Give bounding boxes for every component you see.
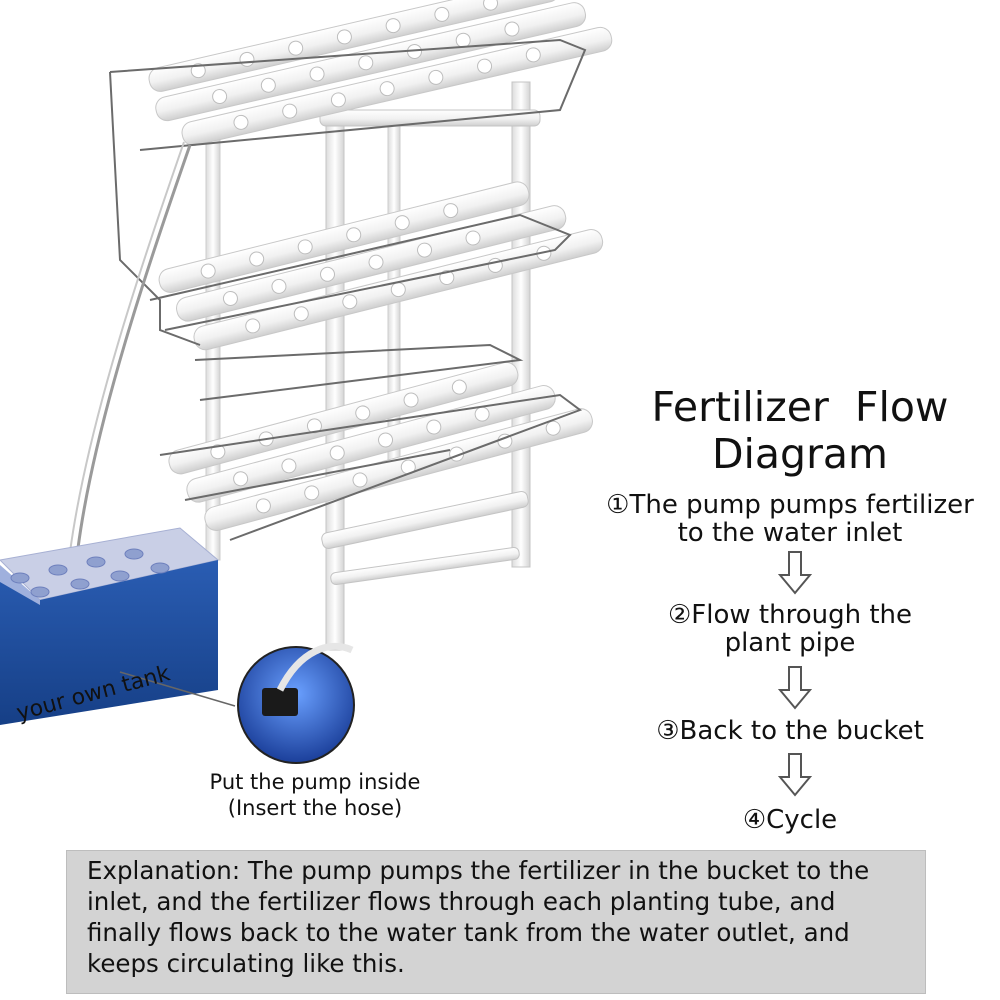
step-4-line1: ④Cycle xyxy=(742,805,838,835)
step-1-line1: ①The pump pumps fertilizer xyxy=(606,490,974,520)
step-1-line2: to the water inlet xyxy=(677,518,903,548)
title-line2: Diagram xyxy=(711,430,889,478)
step-1: ①The pump pumps fertilizer to the water … xyxy=(580,491,1000,547)
pump-caption-line2: (Insert the hose) xyxy=(227,796,403,820)
pump-inset-circle xyxy=(237,642,355,764)
step-3-line1: ③Back to the bucket xyxy=(656,716,924,746)
explanation-box: Explanation: The pump pumps the fertiliz… xyxy=(66,850,926,994)
diagram-title: Fertilizer Flow Diagram xyxy=(600,384,1000,478)
step-4: ④Cycle xyxy=(580,806,1000,834)
flow-path-lines xyxy=(69,38,587,553)
title-line1: Fertilizer Flow xyxy=(651,383,949,431)
water-tank xyxy=(0,527,236,725)
down-arrow-icon xyxy=(778,551,812,595)
down-arrow-icon xyxy=(778,666,812,710)
top-tier-pipes xyxy=(148,0,613,146)
step-2-line1: ②Flow through the xyxy=(667,600,913,630)
middle-tier-pipes xyxy=(158,181,604,351)
step-3: ③Back to the bucket xyxy=(580,717,1000,745)
step-2: ②Flow through the plant pipe xyxy=(580,601,1000,657)
pump-caption: Put the pump inside (Insert the hose) xyxy=(180,769,450,821)
step-2-line2: plant pipe xyxy=(724,628,856,658)
bottom-tier-pipes xyxy=(168,361,593,531)
down-arrow-icon xyxy=(778,753,812,797)
pump-caption-line1: Put the pump inside xyxy=(209,770,421,794)
explanation-text: Explanation: The pump pumps the fertiliz… xyxy=(87,856,870,978)
